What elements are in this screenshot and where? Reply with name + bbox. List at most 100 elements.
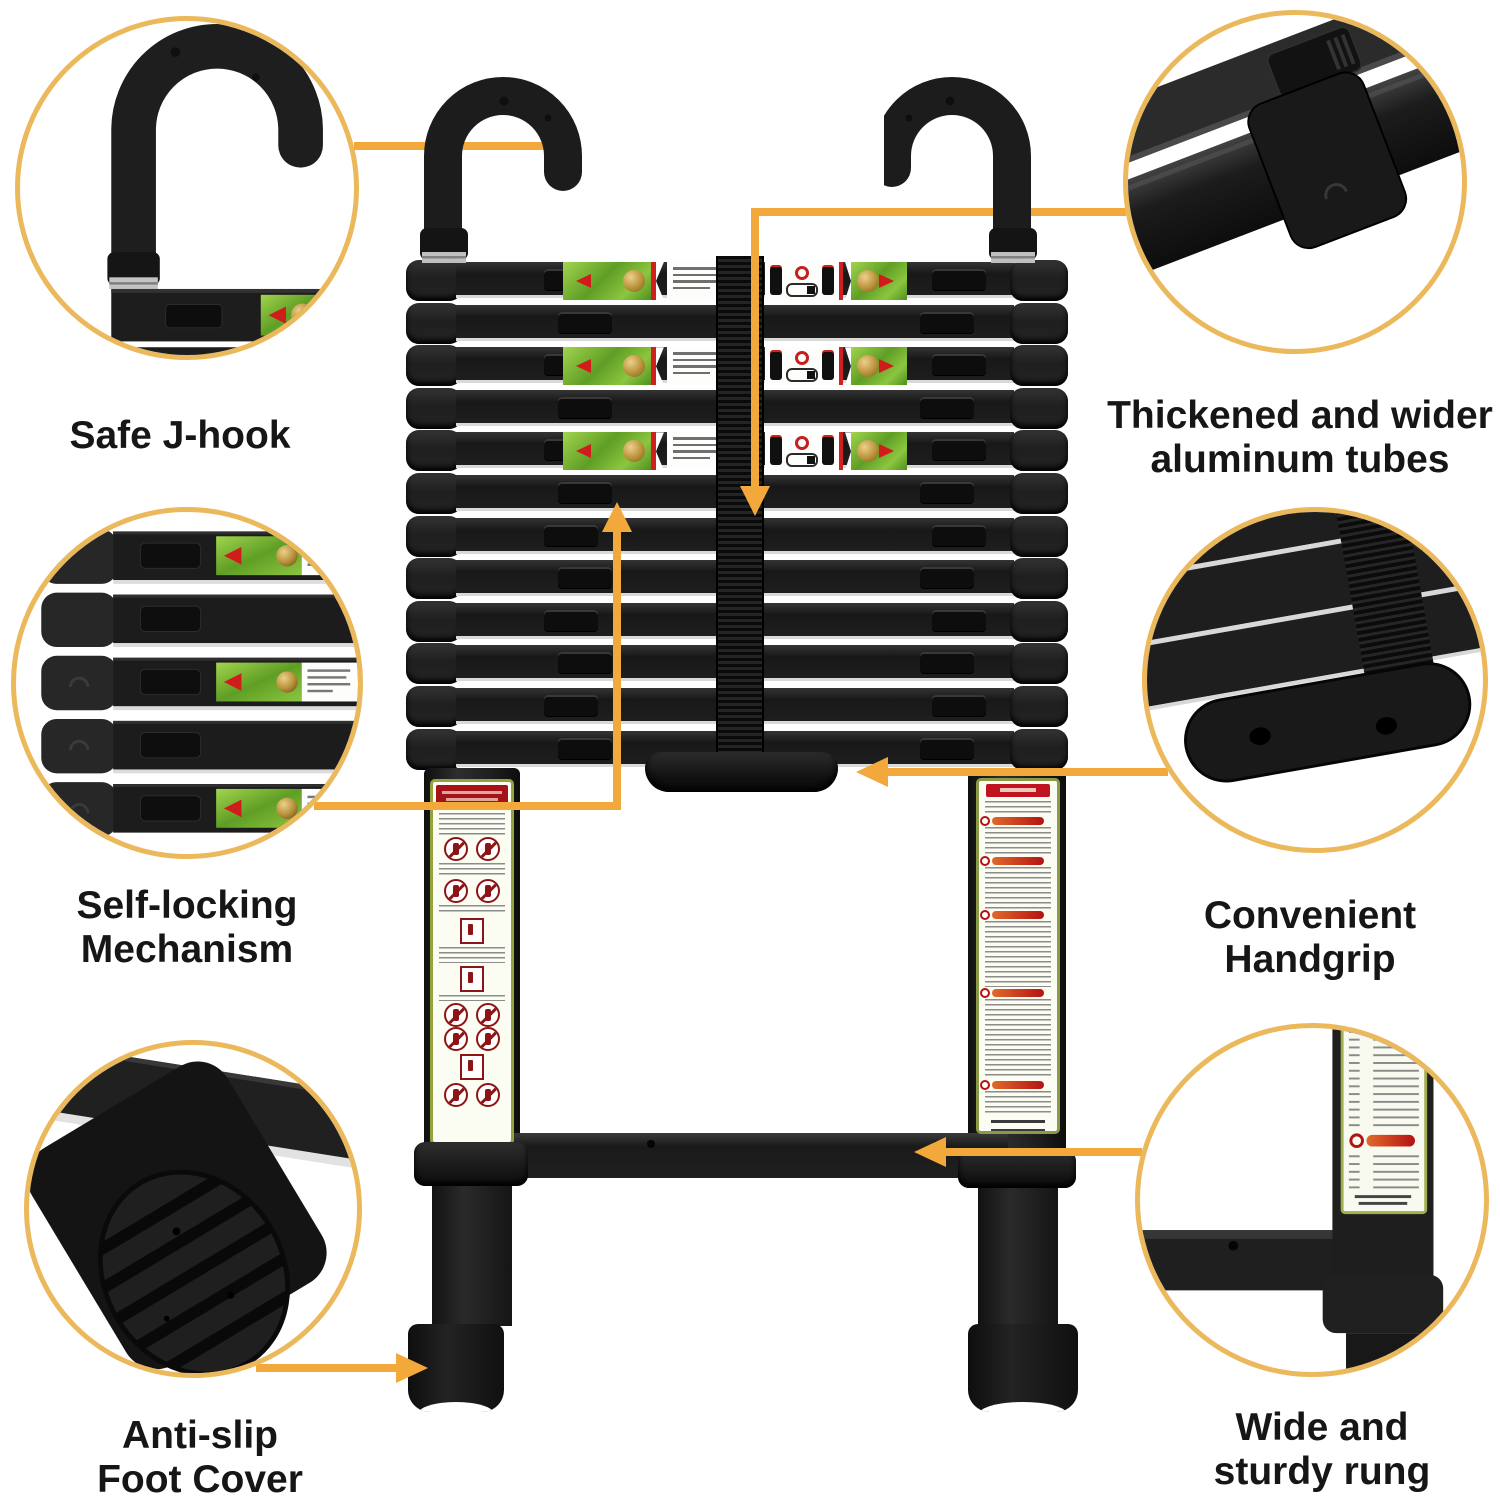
lock-pin-icon bbox=[822, 267, 834, 295]
latch-button bbox=[558, 311, 612, 333]
latch-button bbox=[920, 482, 974, 503]
handgrip-photo-icon bbox=[1142, 507, 1488, 853]
j-hook-photo-icon bbox=[15, 16, 359, 360]
rung-collar-right bbox=[1010, 473, 1068, 514]
caption-convenient-handgrip: Convenient Handgrip bbox=[1110, 894, 1500, 982]
shield-badge-icon bbox=[623, 440, 645, 463]
red-arrow-right-icon bbox=[879, 444, 901, 459]
red-arrow-right-icon bbox=[879, 274, 901, 288]
rung-collar-left bbox=[406, 473, 462, 514]
caption-line: Wide and bbox=[1235, 1406, 1409, 1449]
latch-button bbox=[558, 396, 612, 418]
lock-pin-icon bbox=[770, 267, 782, 295]
latch-button bbox=[920, 396, 974, 418]
caption-line: Foot Cover bbox=[97, 1458, 303, 1500]
lock-pin-icon bbox=[770, 352, 782, 381]
rung-collar-left bbox=[406, 345, 462, 387]
rung-collar-left bbox=[406, 387, 462, 429]
lock-slider-icon bbox=[786, 452, 818, 467]
rung-collar-right bbox=[1010, 302, 1068, 344]
lock-indicator bbox=[765, 262, 839, 300]
warning-header bbox=[436, 785, 508, 809]
red-arrow-left-icon bbox=[569, 274, 591, 288]
latch-button bbox=[558, 652, 612, 674]
latch-button bbox=[558, 482, 612, 503]
caption-line: sturdy rung bbox=[1213, 1450, 1431, 1493]
bottom-rung-crossbar bbox=[478, 1133, 1008, 1178]
rung-collar-right bbox=[1010, 686, 1068, 727]
caption-line: Mechanism bbox=[80, 928, 294, 971]
carry-strap bbox=[716, 256, 764, 773]
lock-slider-icon bbox=[786, 367, 818, 382]
latch-button bbox=[544, 524, 598, 546]
rung-collar-left bbox=[406, 686, 462, 727]
left-leg-warning-label bbox=[430, 779, 514, 1145]
right-j-hook bbox=[884, 77, 1037, 263]
caption-wide-rung: Wide and sturdy rung bbox=[1122, 1406, 1500, 1494]
rung-lock-label-right bbox=[765, 262, 907, 300]
foot-cover-photo-icon bbox=[24, 1040, 362, 1378]
shield-badge-icon bbox=[857, 270, 879, 292]
rung-collar-right bbox=[1010, 260, 1068, 301]
self-locking-photo-icon bbox=[11, 507, 363, 859]
latch-button bbox=[558, 567, 612, 589]
rung-lock-label-right bbox=[765, 347, 907, 386]
rung-collar-right bbox=[1010, 345, 1068, 387]
unlock-ring-icon bbox=[795, 350, 809, 365]
left-foot-cover bbox=[408, 1324, 504, 1412]
rung-collar-left bbox=[406, 430, 462, 472]
latch-button bbox=[932, 695, 986, 716]
left-j-hook bbox=[420, 77, 582, 263]
right-lower-tube bbox=[978, 1188, 1058, 1324]
caption-line: Anti-slip bbox=[122, 1414, 278, 1457]
rung-lock-label-right bbox=[765, 432, 907, 471]
left-lower-tube bbox=[432, 1186, 512, 1326]
rung-collar-left bbox=[406, 728, 462, 770]
shield-badge-icon bbox=[857, 440, 879, 463]
green-label bbox=[563, 432, 651, 471]
latch-button bbox=[920, 567, 974, 589]
red-arrow-left-icon bbox=[569, 359, 591, 374]
caption-safe-j-hook: Safe J-hook bbox=[5, 414, 355, 458]
green-label bbox=[851, 262, 907, 300]
latch-button bbox=[920, 652, 974, 674]
rung-collar-right bbox=[1010, 515, 1068, 557]
latch-button bbox=[932, 524, 986, 546]
green-label bbox=[851, 432, 907, 471]
lock-slider-icon bbox=[786, 282, 818, 297]
red-arrow-right-icon bbox=[879, 359, 901, 374]
green-label bbox=[563, 347, 651, 386]
unlock-ring-icon bbox=[795, 265, 809, 280]
crossbar-screw bbox=[647, 1140, 655, 1148]
green-label bbox=[563, 262, 651, 300]
green-label bbox=[851, 347, 907, 386]
latch-button bbox=[558, 737, 612, 759]
caption-line: Thickened and wider bbox=[1107, 394, 1493, 437]
lock-pin-icon bbox=[822, 437, 834, 466]
lock-indicator bbox=[765, 347, 839, 386]
left-leg-collar bbox=[414, 1142, 528, 1186]
rung-collar-left bbox=[406, 643, 462, 685]
rung-collar-right bbox=[1010, 558, 1068, 600]
right-leg-safety-label bbox=[976, 778, 1060, 1134]
shield-badge-icon bbox=[857, 355, 879, 378]
red-arrow-left-icon bbox=[569, 444, 591, 459]
caption-thickened-tubes: Thickened and wider aluminum tubes bbox=[1100, 394, 1500, 482]
caption-line: Safe J-hook bbox=[69, 414, 291, 457]
latch-button bbox=[544, 695, 598, 716]
caption-line: Convenient bbox=[1203, 894, 1417, 937]
rung-collar-right bbox=[1010, 728, 1068, 770]
rung-warning-label-left bbox=[563, 347, 745, 386]
caption-line: aluminum tubes bbox=[1150, 438, 1450, 481]
lock-pin-icon bbox=[770, 437, 782, 466]
safety-header bbox=[986, 784, 1050, 797]
caption-line: Self-locking bbox=[76, 884, 298, 927]
unlock-ring-icon bbox=[795, 435, 809, 450]
rung-collar-left bbox=[406, 302, 462, 344]
sturdy-rung-photo-icon bbox=[1135, 1023, 1489, 1377]
caption-line: Handgrip bbox=[1224, 938, 1396, 981]
rung-collar-right bbox=[1010, 643, 1068, 685]
rung-warning-label-left bbox=[563, 432, 745, 471]
crossbar-screw bbox=[933, 1141, 941, 1149]
